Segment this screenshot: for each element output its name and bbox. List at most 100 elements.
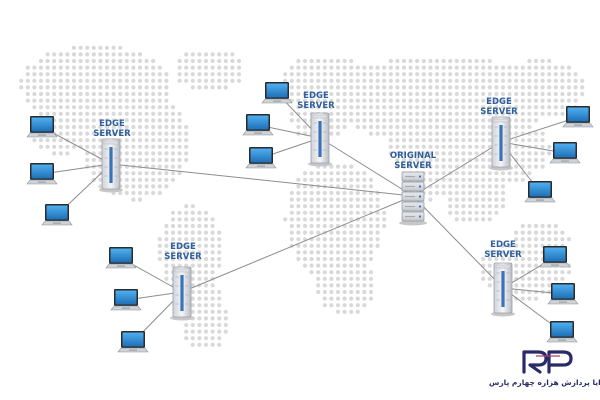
map-dot: [487, 250, 492, 255]
map-dot: [349, 65, 354, 70]
map-dot: [368, 289, 374, 295]
map-dot: [547, 85, 552, 90]
map-dot: [375, 65, 380, 70]
map-dot: [85, 52, 90, 57]
map-dot: [58, 118, 63, 123]
map-dot: [461, 197, 466, 202]
map-dot: [368, 85, 374, 90]
map-dot: [401, 151, 407, 156]
map-dot: [210, 270, 215, 275]
map-dot: [32, 78, 37, 83]
map-dot: [415, 65, 420, 70]
map-dot: [342, 171, 347, 176]
map-dot: [151, 124, 156, 130]
map-dot: [45, 52, 50, 57]
map-dot: [170, 105, 176, 110]
map-dot: [184, 210, 189, 215]
map-dot: [454, 85, 459, 90]
map-dot: [85, 91, 90, 97]
map-dot: [514, 131, 519, 136]
map-dot: [388, 105, 393, 110]
map-dot: [507, 250, 512, 255]
map-dot: [223, 322, 228, 328]
map-dot: [190, 329, 195, 334]
map-dot: [124, 65, 129, 70]
map-dot: [362, 197, 367, 202]
map-dot: [342, 309, 347, 314]
map-dot: [144, 78, 149, 83]
map-dot: [157, 124, 162, 130]
map-dot: [573, 72, 578, 77]
map-dot: [335, 270, 341, 275]
map-dot: [454, 157, 459, 163]
map-dot: [157, 72, 162, 77]
map-dot: [335, 296, 341, 301]
map-dot: [78, 52, 83, 57]
map-dot: [322, 243, 327, 248]
map-dot: [302, 256, 308, 262]
map-dot: [98, 72, 103, 77]
map-dot: [368, 204, 374, 209]
map-dot: [580, 91, 585, 97]
map-dot: [236, 78, 242, 83]
map-dot: [507, 171, 512, 176]
map-dot: [441, 151, 446, 156]
map-dot: [448, 111, 453, 116]
map-dot: [355, 105, 360, 110]
map-dot: [553, 72, 558, 77]
map-dot: [467, 190, 473, 196]
map-dot: [78, 124, 83, 130]
map-dot: [190, 65, 195, 70]
map-dot: [197, 329, 202, 334]
map-dot: [408, 131, 413, 136]
map-dot: [481, 256, 486, 262]
map-dot: [533, 58, 539, 64]
map-dot: [283, 78, 288, 83]
map-dot: [197, 65, 202, 70]
map-dot: [316, 78, 321, 83]
map-dot: [421, 138, 426, 143]
map-dot: [316, 263, 321, 268]
map-dot: [197, 289, 202, 295]
map-dot: [500, 98, 506, 103]
map-dot: [309, 58, 314, 64]
map-dot: [197, 243, 202, 248]
map-dot: [467, 78, 473, 83]
map-dot: [111, 98, 116, 103]
map-dot: [71, 124, 77, 130]
map-dot: [454, 118, 459, 123]
map-dot: [190, 342, 195, 347]
edge-label-line1: EDGE: [99, 119, 125, 129]
map-dot: [514, 256, 519, 262]
map-dot: [71, 118, 77, 123]
map-dot: [441, 72, 446, 77]
map-dot: [289, 78, 294, 83]
map-dot: [329, 105, 334, 110]
map-dot: [316, 243, 321, 248]
map-dot: [342, 91, 347, 97]
map-dot: [85, 98, 90, 103]
map-dot: [454, 78, 459, 83]
map-dot: [164, 237, 169, 242]
map-dot: [111, 124, 116, 130]
map-dot: [362, 124, 367, 130]
map-dot: [448, 105, 453, 110]
map-dot: [91, 111, 96, 116]
map-dot: [454, 58, 459, 64]
map-dot: [547, 270, 552, 275]
map-dot: [368, 230, 374, 235]
map-dot: [434, 72, 440, 77]
map-dot: [210, 78, 215, 83]
map-dot: [164, 171, 169, 176]
map-dot: [474, 151, 479, 156]
map-dot: [500, 177, 506, 182]
map-dot: [289, 118, 294, 123]
map-dot: [494, 210, 499, 215]
map-dot: [461, 91, 466, 97]
map-dot: [382, 85, 387, 90]
map-dot: [52, 138, 57, 143]
map-dot: [210, 250, 215, 255]
edge-west-laptop-2: [26, 163, 58, 185]
map-dot: [428, 190, 433, 196]
map-dot: [309, 65, 314, 70]
